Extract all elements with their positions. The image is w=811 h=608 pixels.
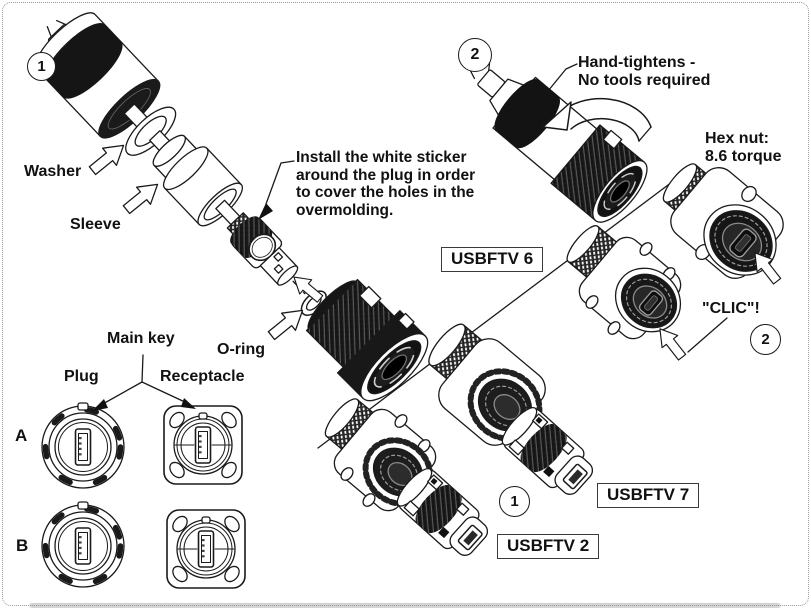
sticker-note-leader <box>258 160 295 220</box>
rotation-arrow-icon <box>542 97 652 142</box>
page-bottom-shadow <box>30 603 780 607</box>
row-b-label: B <box>16 536 29 555</box>
exploded-plug-assembly-drawing <box>35 12 333 323</box>
receptacle-a-face <box>164 406 242 484</box>
sticker-note: Install the white sticker around the plu… <box>296 149 476 219</box>
step1-callout-top: 1 <box>27 52 56 81</box>
cable-plug-2-drawing <box>396 468 489 556</box>
usbftv6-tag: USBFTV 6 <box>441 247 544 272</box>
main-key-label: Main key <box>107 330 175 347</box>
sleeve-drawing <box>152 134 243 227</box>
hex-nut-receptacle-drawing <box>662 163 784 279</box>
plug-column-label: Plug <box>64 368 99 385</box>
main-key-leader <box>92 354 196 411</box>
callout1-tick <box>54 43 68 58</box>
usbftv7-tag: USBFTV 7 <box>597 483 700 508</box>
cable-plug-1-drawing <box>501 407 594 495</box>
step1-callout-bottom: 1 <box>499 486 530 517</box>
clic-slash-line <box>687 317 728 353</box>
receptacle-b-face <box>167 510 245 588</box>
step2-callout-right: 2 <box>750 324 781 355</box>
flange-receptacle-drawing <box>566 225 682 340</box>
step2-callout-top: 2 <box>458 38 492 72</box>
plug-b-face <box>42 502 124 587</box>
sleeve-label: Sleeve <box>70 216 121 233</box>
plug-body-drawing <box>305 278 429 402</box>
hex-nut-note: Hex nut: 8.6 torque <box>705 130 782 165</box>
o-ring-label: O-ring <box>217 341 265 358</box>
hand-tightens-note: Hand-tightens - No tools required <box>578 54 711 89</box>
row-a-label: A <box>15 426 28 445</box>
assembled-plug-drawing <box>467 59 648 223</box>
washer-arrow-icon <box>84 136 132 180</box>
receptacle-column-label: Receptacle <box>160 368 245 385</box>
clic-label: "CLIC"! <box>702 300 760 317</box>
usbftv2-tag: USBFTV 2 <box>497 534 600 559</box>
plug-a-face <box>42 403 124 488</box>
washer-label: Washer <box>24 163 82 180</box>
usb-plug-drawing <box>230 216 299 286</box>
section-divider-line <box>317 175 681 449</box>
sleeve-arrow-icon <box>118 175 166 219</box>
